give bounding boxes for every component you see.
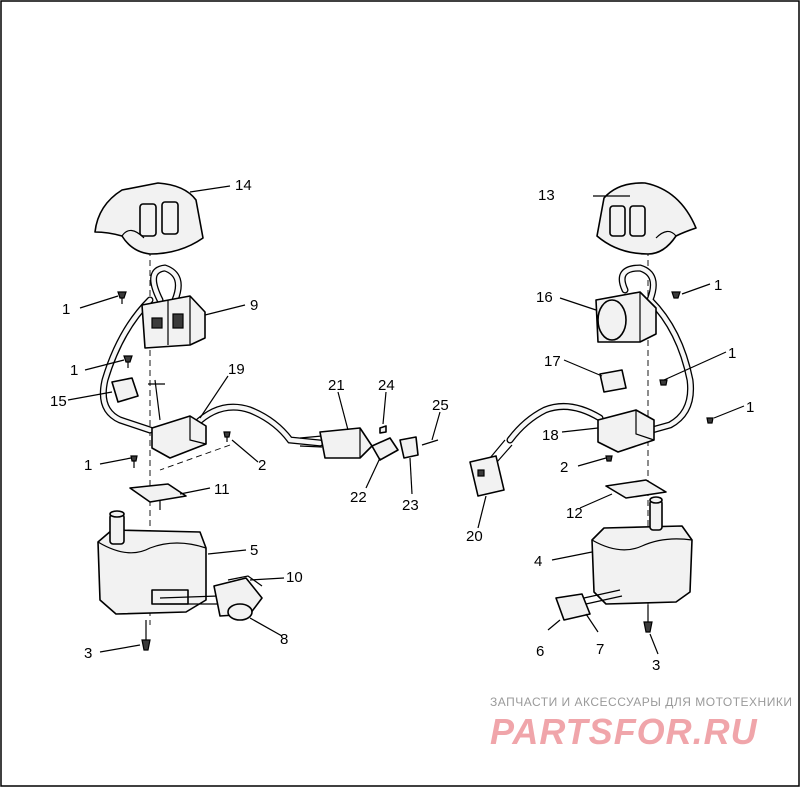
left-lower-housing [97,510,207,615]
left-switch-module [151,415,207,459]
right-bracket-plate [605,479,667,499]
pin-24 [379,425,387,434]
callout-17: 17 [544,353,561,370]
callout-3-right: 3 [652,657,660,674]
right-connector-plug [555,589,623,621]
callout-1-left-mid: 1 [70,362,78,379]
right-switch-assembly [469,182,714,633]
callout-4: 4 [534,553,542,570]
left-screws [117,291,231,651]
middle-connector-parts [299,425,439,461]
callout-8: 8 [280,631,288,648]
callout-3-left: 3 [84,645,92,662]
callout-9: 9 [250,297,258,314]
left-switch-block [141,295,206,349]
callout-6: 6 [536,643,544,660]
right-wiring-harness [506,264,695,444]
right-switch-block [595,291,657,343]
callout-24: 24 [378,377,395,394]
callout-12: 12 [566,505,583,522]
seal-23 [399,436,419,459]
callout-25: 25 [432,397,449,414]
watermark-tagline: ЗАПЧАСТИ И АКСЕССУАРЫ ДЛЯ МОТОТЕХНИКИ [490,695,792,709]
callout-1-left-bottom: 1 [84,457,92,474]
connector-21 [319,427,373,459]
callout-2-left: 2 [258,457,266,474]
left-connector-plug [159,575,263,621]
callout-7: 7 [596,641,604,658]
left-switch-assembly [94,182,324,651]
gasket-22 [371,437,399,461]
left-small-connector [111,377,165,421]
callout-1-right-mid: 1 [728,345,736,362]
callout-15: 15 [50,393,67,410]
callout-1-right-lower: 1 [746,399,754,416]
right-upper-cover [596,182,697,255]
callout-14: 14 [235,177,252,194]
callout-11: 11 [214,481,230,498]
callout-22: 22 [350,489,367,506]
left-wiring-harness [99,264,324,447]
right-small-connector [599,369,627,393]
left-bracket-plate [129,483,187,510]
callout-23: 23 [402,497,419,514]
right-switch-module [597,409,655,453]
callout-2-right: 2 [560,459,568,476]
callout-10: 10 [286,569,303,586]
left-upper-cover [94,182,204,255]
callout-19: 19 [228,361,245,378]
watermark: ЗАПЧАСТИ И АКСЕССУАРЫ ДЛЯ МОТОТЕХНИКИ PA… [490,695,792,752]
callout-labels: 14 13 1 9 1 15 19 1 2 11 5 10 8 3 21 24 … [50,177,754,674]
callout-1-left-top: 1 [62,301,70,318]
right-lower-housing [591,496,693,605]
callout-13: 13 [538,187,555,204]
callout-20: 20 [466,528,483,545]
leader-lines [67,185,745,655]
callout-5: 5 [250,542,258,559]
callout-1-right-top: 1 [714,277,722,294]
callout-16: 16 [536,289,553,306]
right-harness-connector [469,439,513,497]
watermark-brand: PARTSFOR.RU [490,711,758,752]
callout-21: 21 [328,377,345,394]
callout-18: 18 [542,427,559,444]
pin-25 [421,439,439,446]
